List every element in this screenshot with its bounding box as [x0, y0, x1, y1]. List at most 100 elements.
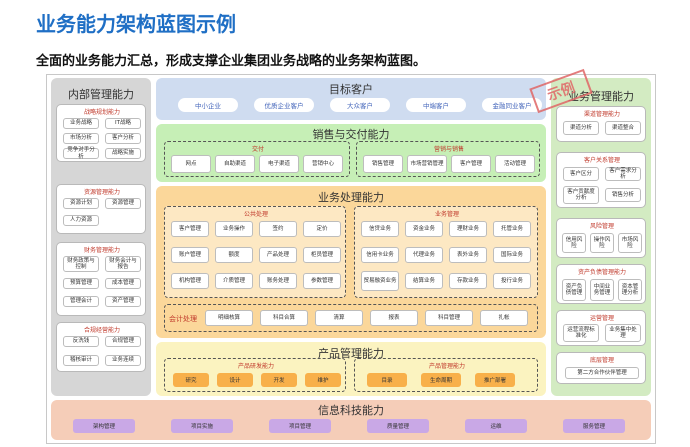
- item: 资源计划: [63, 198, 99, 209]
- strategy-group: 战略规划能力 业务战略 IT战略 市场分析 客户分析 竞争对手分析 战略实施: [56, 104, 146, 162]
- item: 机构管理: [171, 273, 209, 289]
- risk-group: 风险管理 信用风险 操作风险 市场风险: [556, 218, 646, 258]
- crm-group: 客户关系管理 客户区分 客户需求分析 客户贡献度分析 销售分析: [556, 152, 646, 208]
- marketing-group: 营销与销售 销售管理 市场营销管理 客户管理 活动管理: [356, 141, 540, 177]
- ops-group: 运营管理 运营流程标准化 业务集中处理: [556, 310, 646, 346]
- resource-title: 资源管理能力: [83, 189, 120, 196]
- item: 质量管理: [367, 419, 429, 433]
- business-mgmt-column: 业务管理能力 渠道管理能力 渠道分析 渠道整合 客户关系管理 客户区分 客户需求…: [551, 78, 651, 396]
- item: 科目合算: [260, 310, 308, 326]
- item: 业务集中处理: [605, 324, 641, 342]
- item: 市场风险: [618, 233, 642, 253]
- it-title: 信息科技能力: [318, 404, 384, 417]
- product-mgmt-group: 产品管理能力 目录 生命周期 推广部署: [354, 358, 538, 392]
- item: 网点: [171, 155, 211, 173]
- item: 信用风险: [562, 233, 586, 253]
- product-title: 产品管理能力: [318, 347, 384, 360]
- item: 渠道分析: [563, 121, 599, 135]
- item: IT战略: [105, 118, 141, 129]
- strategy-title: 战略规划能力: [83, 109, 120, 116]
- crm-title: 客户关系管理: [583, 157, 620, 164]
- marketing-title: 营销与销售: [433, 146, 464, 153]
- base-title: 底层管理: [589, 357, 614, 364]
- finance-title: 财务管理能力: [83, 247, 120, 254]
- item: 推广部署: [475, 373, 515, 387]
- item: 管理会计: [63, 296, 99, 307]
- item: 战略实施: [105, 148, 141, 159]
- item: 成本管理: [105, 278, 141, 289]
- item: 理财业务: [449, 221, 487, 237]
- item: 账务处理: [259, 273, 297, 289]
- business-mgmt-group: 业务管理 信贷业务 资金业务 理财业务 托管业务 信用卡业务 代理业务 表外业务…: [354, 206, 538, 298]
- item: 预算管理: [63, 278, 99, 289]
- item: 稽核审计: [63, 355, 99, 366]
- compliance-title: 合规经营能力: [83, 327, 120, 334]
- delivery-title: 交付: [251, 146, 264, 153]
- item: 中间业务管理: [590, 279, 614, 301]
- item: 存款业务: [449, 273, 487, 289]
- alm-title: 资产负债管理能力: [577, 269, 626, 276]
- item: 竞争对手分析: [63, 147, 99, 160]
- resource-group: 资源管理能力 资源计划 资源管理 人力资源: [56, 184, 146, 234]
- item: 资金业务: [405, 221, 443, 237]
- biz-title: 业务处理能力: [318, 191, 384, 204]
- item: 扎帐: [480, 310, 528, 326]
- target-item: 大众客户: [330, 98, 390, 112]
- item: 维护: [305, 373, 341, 387]
- item: 营销中心: [303, 155, 343, 173]
- item: 财务会计与报告: [105, 256, 141, 272]
- compliance-group: 合规经营能力 反洗钱 合规管理 稽核审计 业务连续: [56, 322, 146, 372]
- it-band: 信息科技能力 架构管理 项目实施 项目管理 质量管理 运维 服务管理: [51, 400, 651, 440]
- item: 资产负债管理: [562, 279, 586, 301]
- item: 开发: [261, 373, 297, 387]
- channel-title: 渠道管理能力: [583, 111, 620, 118]
- item: 产品处理: [259, 247, 297, 263]
- item: 托管业务: [493, 221, 531, 237]
- target-customers-band: 目标客户 中小企业 优质企业客户 大众客户 中端客户 金融同业客户: [156, 78, 546, 120]
- item: 客户分析: [105, 133, 141, 144]
- public-processing-group: 公共处理 客户管理 业务操作 签约 定价 账户管理 额度 产品处理 柜员管理 机…: [164, 206, 346, 298]
- item: 架构管理: [73, 419, 135, 433]
- item: 信用卡业务: [361, 247, 399, 263]
- item: 清算: [315, 310, 363, 326]
- page-subtitle: 全面的业务能力汇总，形成支撑企业集团业务战略的业务架构蓝图。: [36, 54, 427, 69]
- item: 客户需求分析: [605, 167, 641, 181]
- item: 市场分析: [63, 133, 99, 144]
- item: 参数管理: [303, 273, 341, 289]
- item: 客户管理: [171, 221, 209, 237]
- business-mgmt-title: 业务管理: [434, 211, 459, 218]
- item: 销售管理: [363, 155, 403, 173]
- target-title: 目标客户: [329, 83, 373, 96]
- item: 运营流程标准化: [563, 324, 599, 342]
- item: 资本管理分析: [618, 279, 642, 301]
- item: 财务政策与控制: [63, 256, 99, 272]
- item: 报表: [370, 310, 418, 326]
- item: 运维: [465, 419, 527, 433]
- item: 科目管理: [425, 310, 473, 326]
- risk-title: 风险管理: [589, 223, 614, 230]
- page-title: 业务能力架构蓝图示例: [36, 12, 236, 36]
- item: 业务连续: [105, 355, 141, 366]
- accounting-title: 会计处理: [169, 315, 197, 323]
- target-item: 中小企业: [178, 98, 238, 112]
- product-mgmt-band: 产品管理能力 产品研发能力 研究 设计 开发 维护 产品管理能力 目录 生命周期…: [156, 342, 546, 396]
- item: 定价: [303, 221, 341, 237]
- item: 自助渠道: [215, 155, 255, 173]
- item: 额度: [215, 247, 253, 263]
- business-mgmt-col-title: 业务管理能力: [568, 90, 634, 103]
- item: 表外业务: [449, 247, 487, 263]
- item: 信贷业务: [361, 221, 399, 237]
- finance-group: 财务管理能力 财务政策与控制 财务会计与报告 预算管理 成本管理 管理会计 资产…: [56, 242, 146, 316]
- item: 资源管理: [105, 198, 141, 209]
- target-item: 金融同业客户: [482, 98, 542, 112]
- internal-mgmt-title: 内部管理能力: [68, 88, 134, 101]
- item: 明细核算: [205, 310, 253, 326]
- item: 代理业务: [405, 247, 443, 263]
- item: 服务管理: [563, 419, 625, 433]
- item: 目录: [367, 373, 407, 387]
- item: 国际业务: [493, 247, 531, 263]
- item: 业务操作: [215, 221, 253, 237]
- target-item: 中端客户: [406, 98, 466, 112]
- public-title: 公共处理: [243, 211, 268, 218]
- item: 生命周期: [421, 373, 461, 387]
